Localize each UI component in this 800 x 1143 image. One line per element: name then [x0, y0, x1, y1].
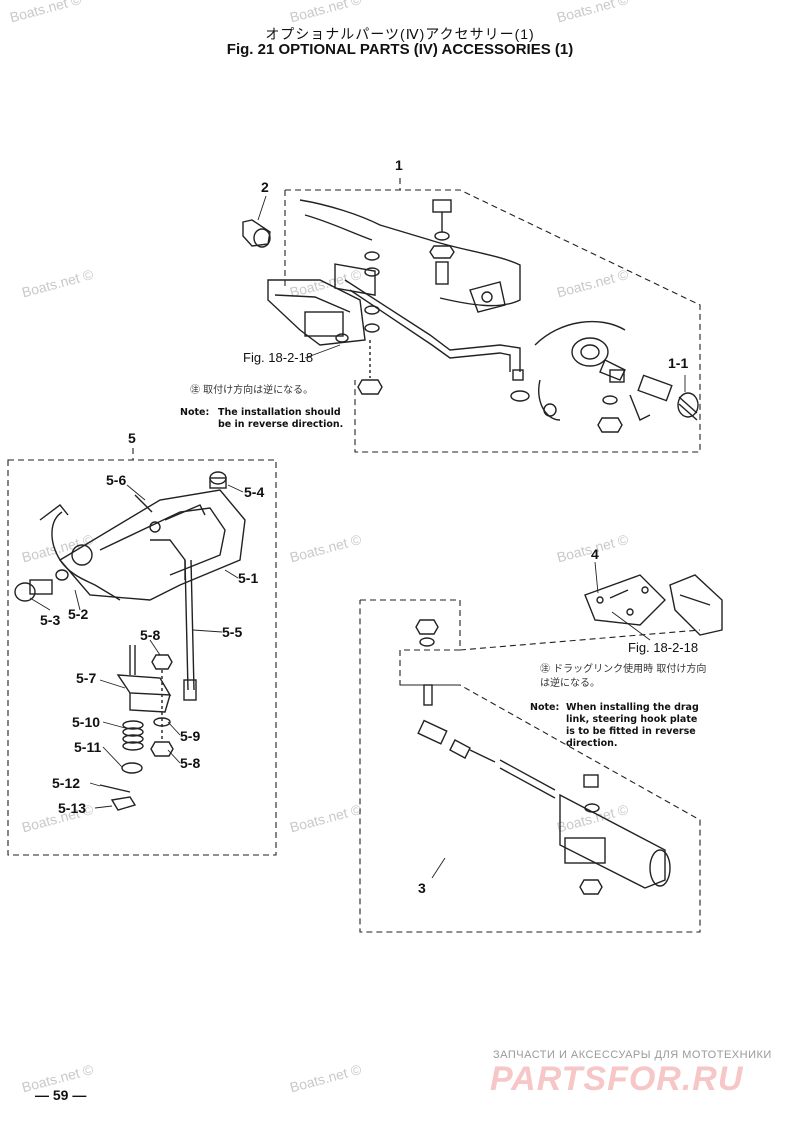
rod-5-5 [183, 559, 197, 701]
brand-logo: PARTSFOR.RU [490, 1060, 744, 1098]
callout-5-3: 5-3 [40, 612, 61, 628]
callout-5-8-top: 5-8 [140, 627, 161, 643]
callout-5-8-bottom: 5-8 [180, 755, 201, 771]
pivot-housing [534, 320, 626, 433]
callout-5-12: 5-12 [52, 775, 81, 791]
note-label-right: Note: [530, 702, 560, 713]
group-1-boundary [284, 178, 701, 453]
callout-5-10: 5-10 [72, 714, 101, 730]
callout-5-7: 5-7 [76, 670, 97, 686]
callout-5-2: 5-2 [68, 606, 89, 622]
knob-1-1 [629, 374, 699, 421]
callout-3: 3 [418, 880, 426, 896]
brand-tagline: ЗАПЧАСТИ И АКСЕССУАРЫ ДЛЯ МОТОТЕХНИКИ [493, 1049, 772, 1061]
screw-5-4 [209, 471, 227, 489]
note-japanese-top: ㊟ 取付け方向は逆になる。 [190, 385, 314, 396]
note-text-top: The installation should be in reverse di… [218, 407, 344, 430]
fig-reference-top: Fig. 18-2-18 [243, 350, 314, 365]
callout-1-1: 1-1 [668, 355, 689, 371]
bracket-ref [669, 574, 723, 636]
note-japanese-right: ㊟ ドラッグリンク使用時 取付け方向は逆になる。 [540, 664, 707, 689]
callout-5-9: 5-9 [180, 728, 201, 744]
callout-5-13: 5-13 [58, 800, 87, 816]
note-label-top: Note: [180, 407, 210, 418]
group-5-boundary [7, 448, 277, 856]
callout-2: 2 [261, 179, 269, 195]
callout-5-6: 5-6 [106, 472, 127, 488]
leader-lines [29, 195, 686, 879]
callout-4: 4 [591, 546, 599, 562]
callout-5-4: 5-4 [244, 484, 265, 500]
note-text-right: When installing the drag link, steering … [566, 702, 699, 749]
spring-5-10 [122, 720, 144, 751]
frame-5-1 [58, 489, 246, 601]
callout-1: 1 [395, 157, 403, 173]
spring-5-2 [51, 511, 121, 601]
callout-5-5: 5-5 [222, 624, 243, 640]
part-2 [242, 219, 271, 248]
figure-title: Fig. 21 OPTIONAL PARTS (IV) ACCESSORIES … [226, 41, 574, 58]
drag-link-hardware [415, 619, 439, 706]
callout-5-11: 5-11 [74, 739, 102, 755]
steering-rod [344, 279, 530, 402]
page-number: — 59 — [35, 1087, 87, 1103]
washer-5-11 [121, 762, 143, 774]
pins-5-12-13 [99, 784, 137, 811]
fig-reference-right: Fig. 18-2-18 [628, 640, 699, 655]
plate-4 [584, 574, 666, 626]
callout-5: 5 [128, 430, 136, 446]
bolt-stack [335, 199, 455, 395]
clip-5-6 [134, 494, 153, 513]
mount-bracket [267, 199, 521, 346]
nuts-5-8 [150, 654, 174, 757]
callout-5-1: 5-1 [238, 570, 259, 586]
plate-5-7 [116, 645, 172, 713]
drag-link-3 [417, 719, 671, 895]
knob-5-3 [14, 569, 69, 602]
title-japanese: オプショナルパーツ(Ⅳ)アクセサリー(1) [265, 26, 535, 42]
